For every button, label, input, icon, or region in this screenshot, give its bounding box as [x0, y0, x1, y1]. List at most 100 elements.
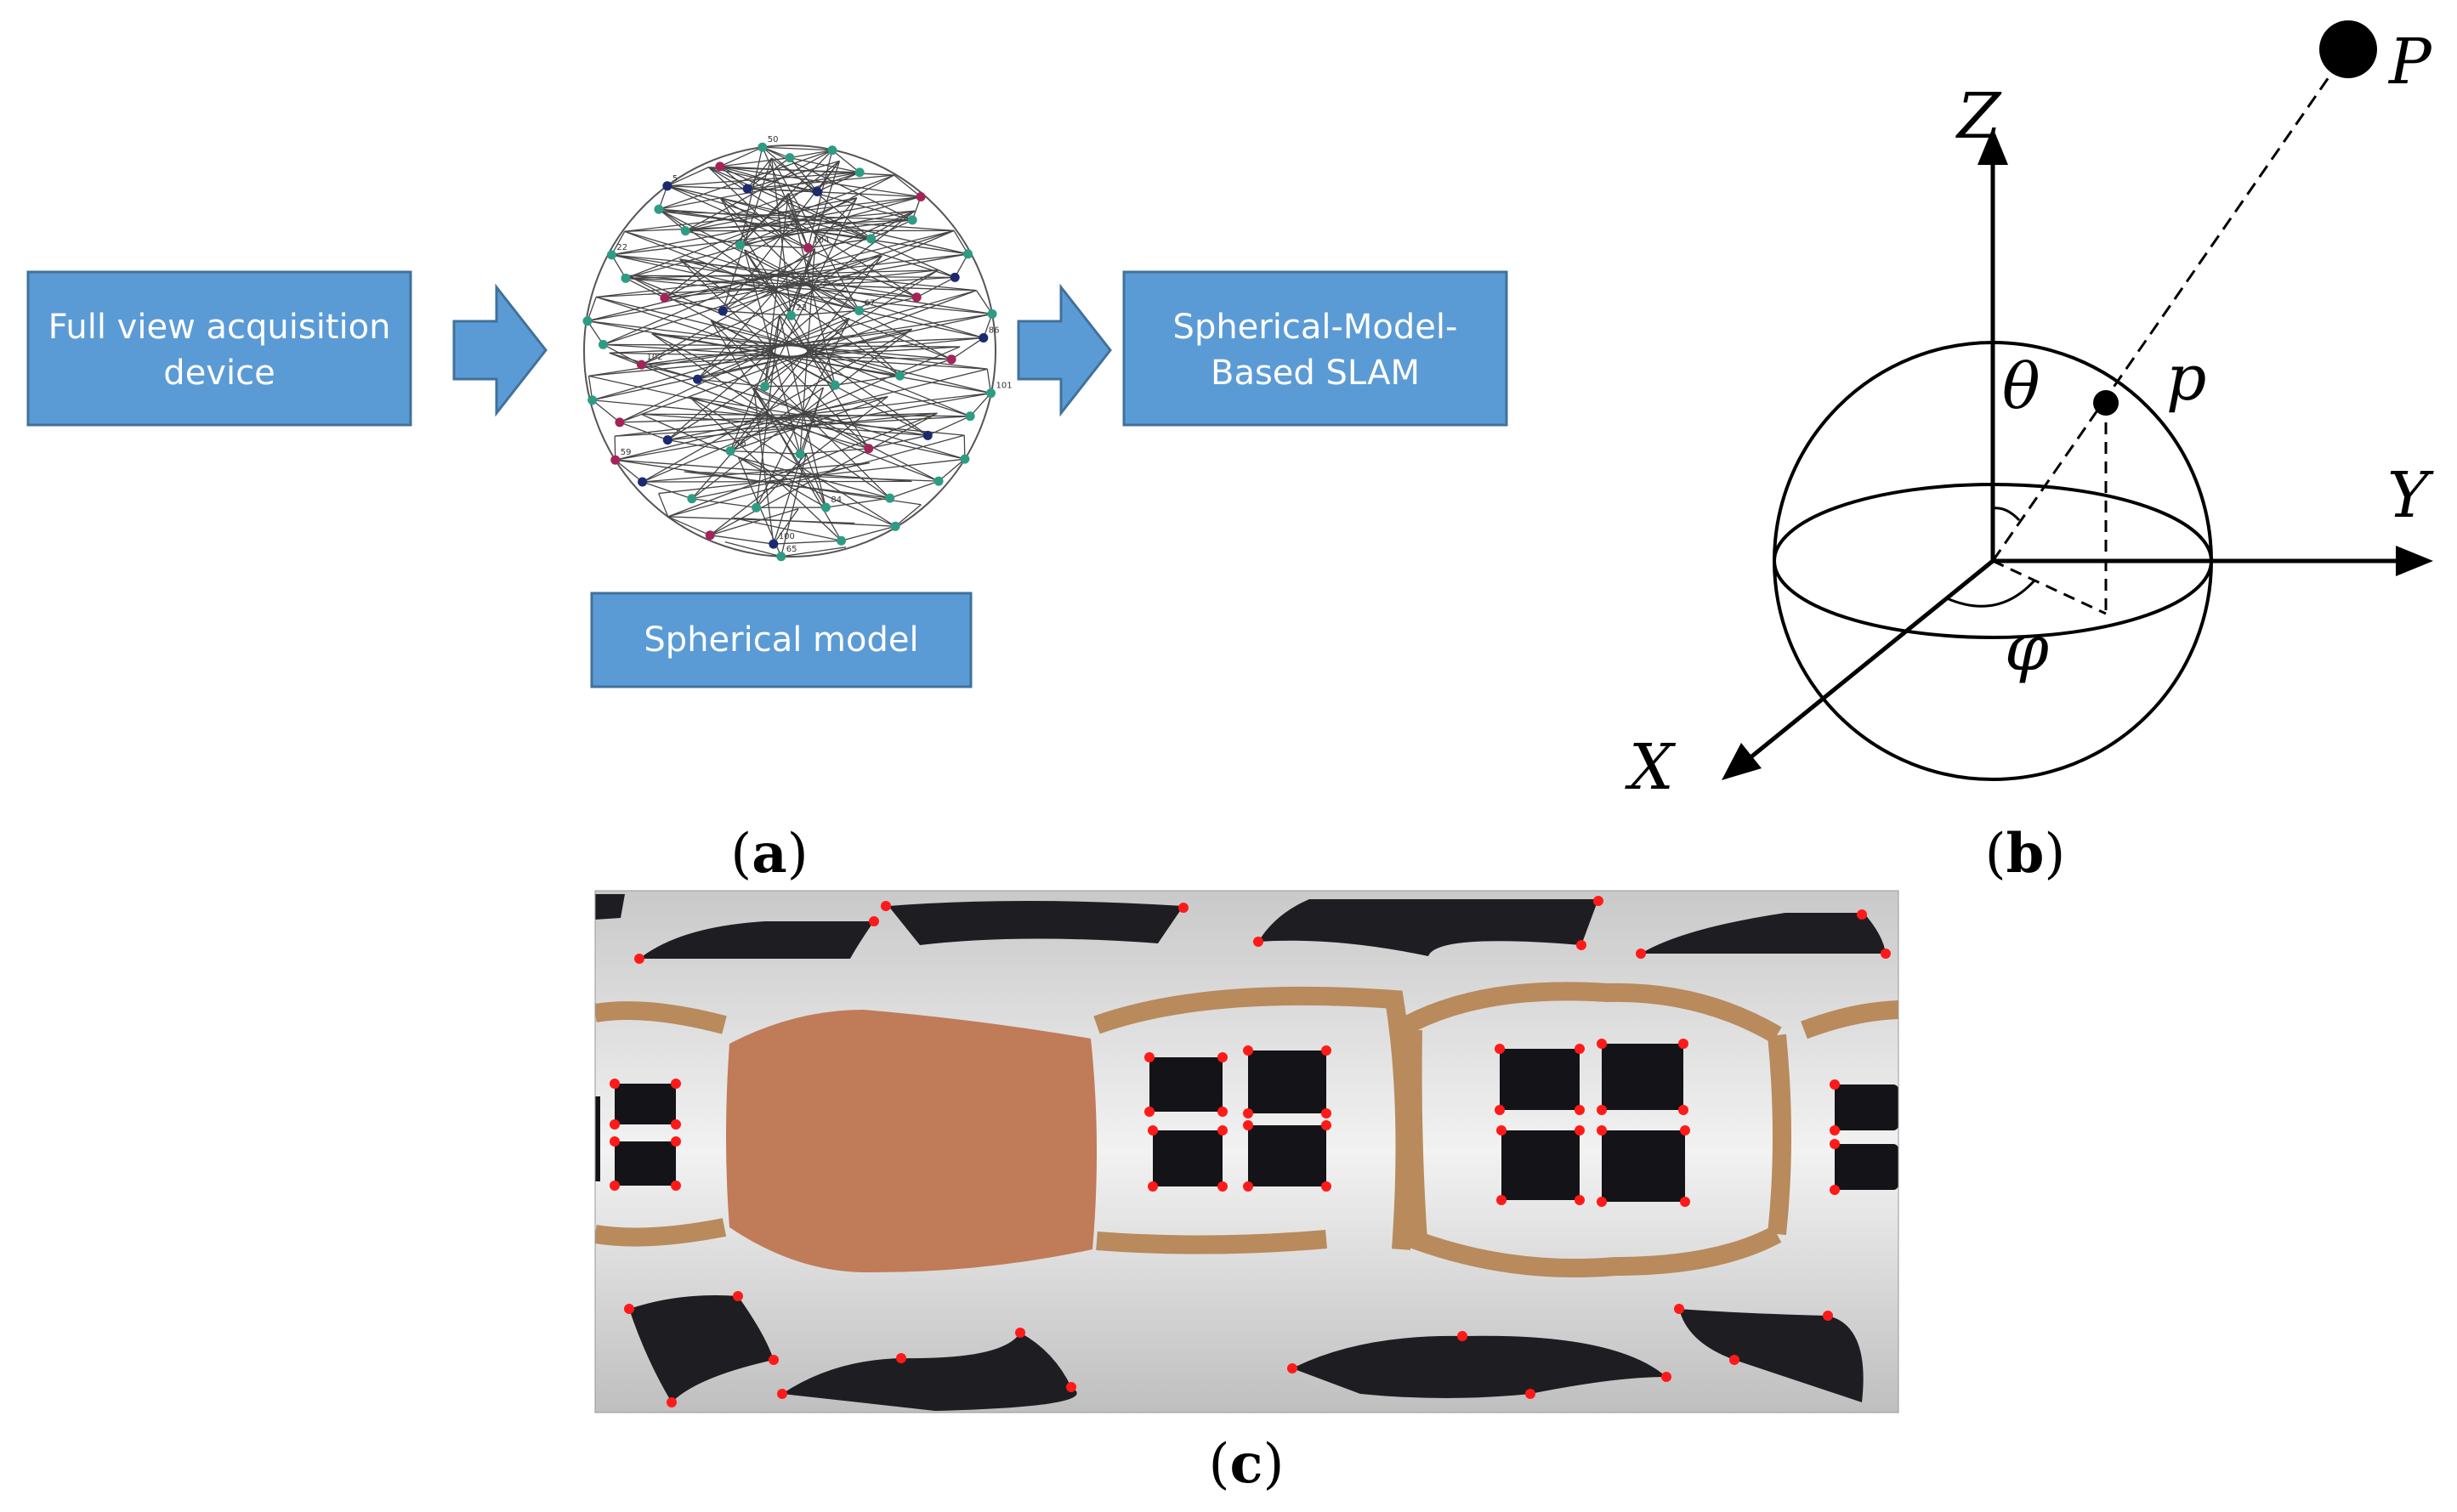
sphere-edge: [868, 434, 928, 450]
sphere-edge: [787, 193, 836, 386]
sphere-node: [662, 181, 672, 191]
sphere-node: [979, 333, 989, 343]
feature-marker: [1575, 1105, 1585, 1115]
sphere-node-number: 67: [865, 299, 876, 309]
sphere-edge: [746, 157, 791, 190]
feature-marker: [1678, 1039, 1688, 1049]
sphere-node: [803, 243, 813, 253]
sphere-node: [911, 292, 922, 303]
sphere-edge: [789, 157, 860, 173]
feature-marker: [1243, 1108, 1253, 1118]
sphere-edge: [938, 458, 966, 482]
sphere-node: [760, 382, 770, 392]
sphere-edge: [611, 219, 913, 256]
sphere-edge: [733, 517, 896, 527]
panorama-image: [595, 891, 1898, 1413]
point-p-label: p: [2166, 342, 2206, 415]
feature-marker: [1674, 1304, 1684, 1314]
sphere-edge: [658, 458, 965, 495]
sphere-edge: [667, 172, 860, 187]
sphere-edge: [950, 337, 985, 360]
sphere-edge: [689, 396, 896, 527]
sphere-edge: [587, 229, 955, 322]
sphere-edge: [719, 146, 763, 167]
sphere-edge: [871, 219, 913, 240]
sphere-edge: [916, 276, 956, 298]
z-axis-label: Z: [1955, 80, 2002, 153]
sphere-edge: [592, 313, 993, 401]
sphere-node-number: 104: [813, 236, 829, 246]
sphere-edge: [747, 174, 894, 190]
z-axis-arrowhead: [1978, 127, 2008, 165]
sphere-edge: [753, 387, 870, 450]
feature-marker: [1144, 1052, 1155, 1062]
feature-marker: [1253, 937, 1263, 947]
sphere-edge: [667, 185, 917, 298]
sphere-edge: [710, 535, 774, 545]
sphere-edge: [641, 364, 698, 380]
sphere-edge: [729, 450, 801, 455]
feature-marker: [1321, 1108, 1331, 1118]
sphere-edge: [691, 498, 757, 508]
sphere-edge: [658, 150, 833, 210]
sphere-edge: [679, 258, 917, 298]
sphere-edge: [738, 456, 826, 508]
sphere-edge: [627, 275, 917, 298]
feature-marker: [1321, 1120, 1331, 1130]
sphere-node: [610, 455, 621, 465]
feature-marker: [1575, 1044, 1585, 1054]
feature-marker: [1217, 1181, 1228, 1192]
sphere-edge: [641, 229, 955, 365]
sphere-edge: [719, 166, 871, 240]
feature-marker: [1597, 1039, 1607, 1049]
feature-marker: [671, 1181, 681, 1191]
sphere-edge: [816, 161, 841, 192]
sphere-node-number: 101: [996, 382, 1013, 391]
sphere-edge: [826, 497, 890, 508]
feature-marker: [1575, 1125, 1585, 1135]
sphere-edge: [697, 210, 916, 380]
feature-marker: [1597, 1125, 1607, 1135]
sphere-edge: [667, 167, 709, 187]
left-windows: [595, 1084, 676, 1186]
sphere-edge: [625, 174, 894, 279]
sphere-edge: [689, 396, 869, 450]
sphere-node: [715, 161, 725, 172]
sphere-edge: [746, 157, 773, 190]
acquisition-box-line1: Full view acquisition: [48, 308, 391, 347]
sphere-node-number: 5: [672, 174, 678, 184]
sphere-edge: [658, 208, 686, 232]
sphere-node: [933, 476, 944, 486]
sphere-node-number: 59: [621, 448, 632, 457]
feature-marker: [671, 1136, 681, 1147]
sphere-edge: [724, 541, 781, 557]
sphere-edge: [719, 157, 791, 167]
sphere-edge: [664, 174, 895, 299]
feature-marker: [610, 1119, 620, 1130]
feature-marker: [1495, 1105, 1505, 1115]
sphere-edge: [719, 166, 748, 190]
sphere-edge: [619, 422, 668, 441]
caption-a-letter: a: [752, 822, 786, 886]
sphere-node: [827, 145, 837, 156]
sphere-edge: [651, 333, 939, 482]
sphere-node: [786, 310, 797, 320]
sphere-edge: [740, 244, 809, 249]
sphere-edge: [615, 459, 644, 483]
point-P: [2319, 20, 2377, 78]
feature-marker: [1593, 896, 1603, 906]
feature-marker: [1243, 1181, 1253, 1192]
sphere-node: [615, 417, 625, 428]
feature-marker: [1178, 903, 1189, 913]
sphere-edge: [780, 546, 847, 557]
sphere-edge: [651, 332, 900, 377]
spherical-model-box: Spherical model: [590, 592, 973, 688]
feature-marker: [1830, 1185, 1840, 1195]
feature-marker: [1597, 1197, 1607, 1207]
sphere-node: [660, 293, 670, 303]
sphere-node: [890, 521, 900, 531]
panel-b-labels: Z Y X P p θ φ (b): [1625, 25, 2434, 886]
sphere-edge: [708, 167, 860, 173]
feature-marker: [1636, 949, 1646, 959]
sphere-edge: [642, 462, 870, 483]
